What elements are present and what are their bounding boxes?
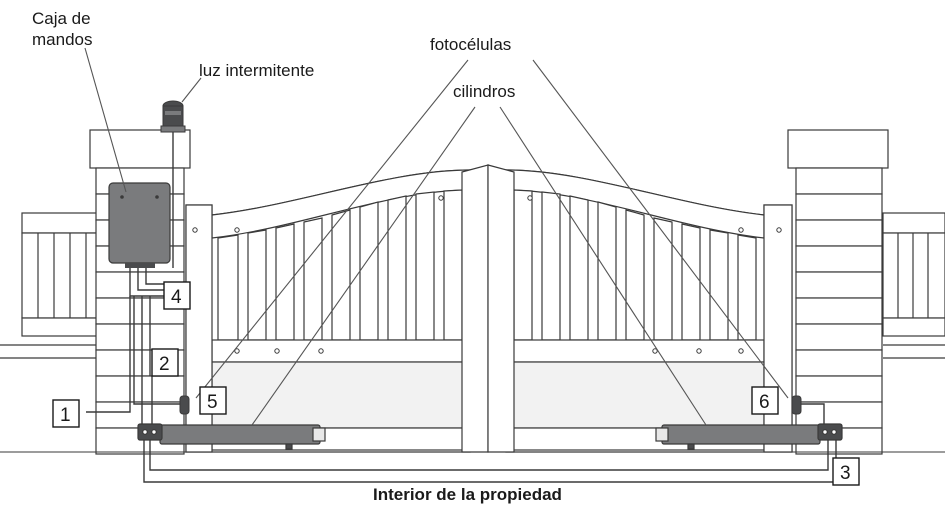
center-stiles — [461, 164, 515, 453]
callout-3: 3 — [832, 457, 860, 486]
callout-5-number: 5 — [207, 392, 218, 413]
flashing-light-label: luz intermitente — [199, 61, 314, 80]
leader-lines — [84, 47, 789, 426]
photocells-label: fotocélulas — [430, 35, 511, 54]
left-fence — [0, 212, 98, 359]
wiring — [86, 132, 837, 483]
cylinders-label: cilindros — [453, 82, 515, 101]
right-cylinder-icon — [655, 423, 843, 450]
left-photocell-icon — [179, 395, 190, 415]
right-photocell-icon — [791, 395, 802, 415]
callout-1-number: 1 — [60, 405, 71, 426]
control-box-label-line2: mandos — [32, 30, 92, 49]
gate-bolts — [192, 195, 782, 354]
callout-6: 6 — [751, 386, 779, 415]
callout-6-number: 6 — [759, 392, 770, 413]
property-interior-label: Interior de la propiedad — [373, 485, 562, 504]
callout-5: 5 — [199, 386, 227, 415]
callout-1: 1 — [52, 399, 80, 428]
left-gate-leaf — [185, 169, 471, 453]
control-box-label-line1: Caja de — [32, 9, 91, 28]
callout-3-number: 3 — [840, 463, 851, 484]
left-cylinder-icon — [137, 423, 326, 450]
callout-2: 2 — [151, 348, 179, 377]
callout-4-number: 4 — [171, 287, 182, 308]
callout-4: 4 — [163, 281, 191, 310]
flashing-light-icon — [160, 100, 186, 133]
right-pillar — [787, 129, 889, 455]
right-fence — [882, 212, 945, 359]
control-box-icon — [108, 182, 171, 268]
right-gate-leaf — [505, 169, 793, 453]
callout-2-number: 2 — [159, 354, 170, 375]
